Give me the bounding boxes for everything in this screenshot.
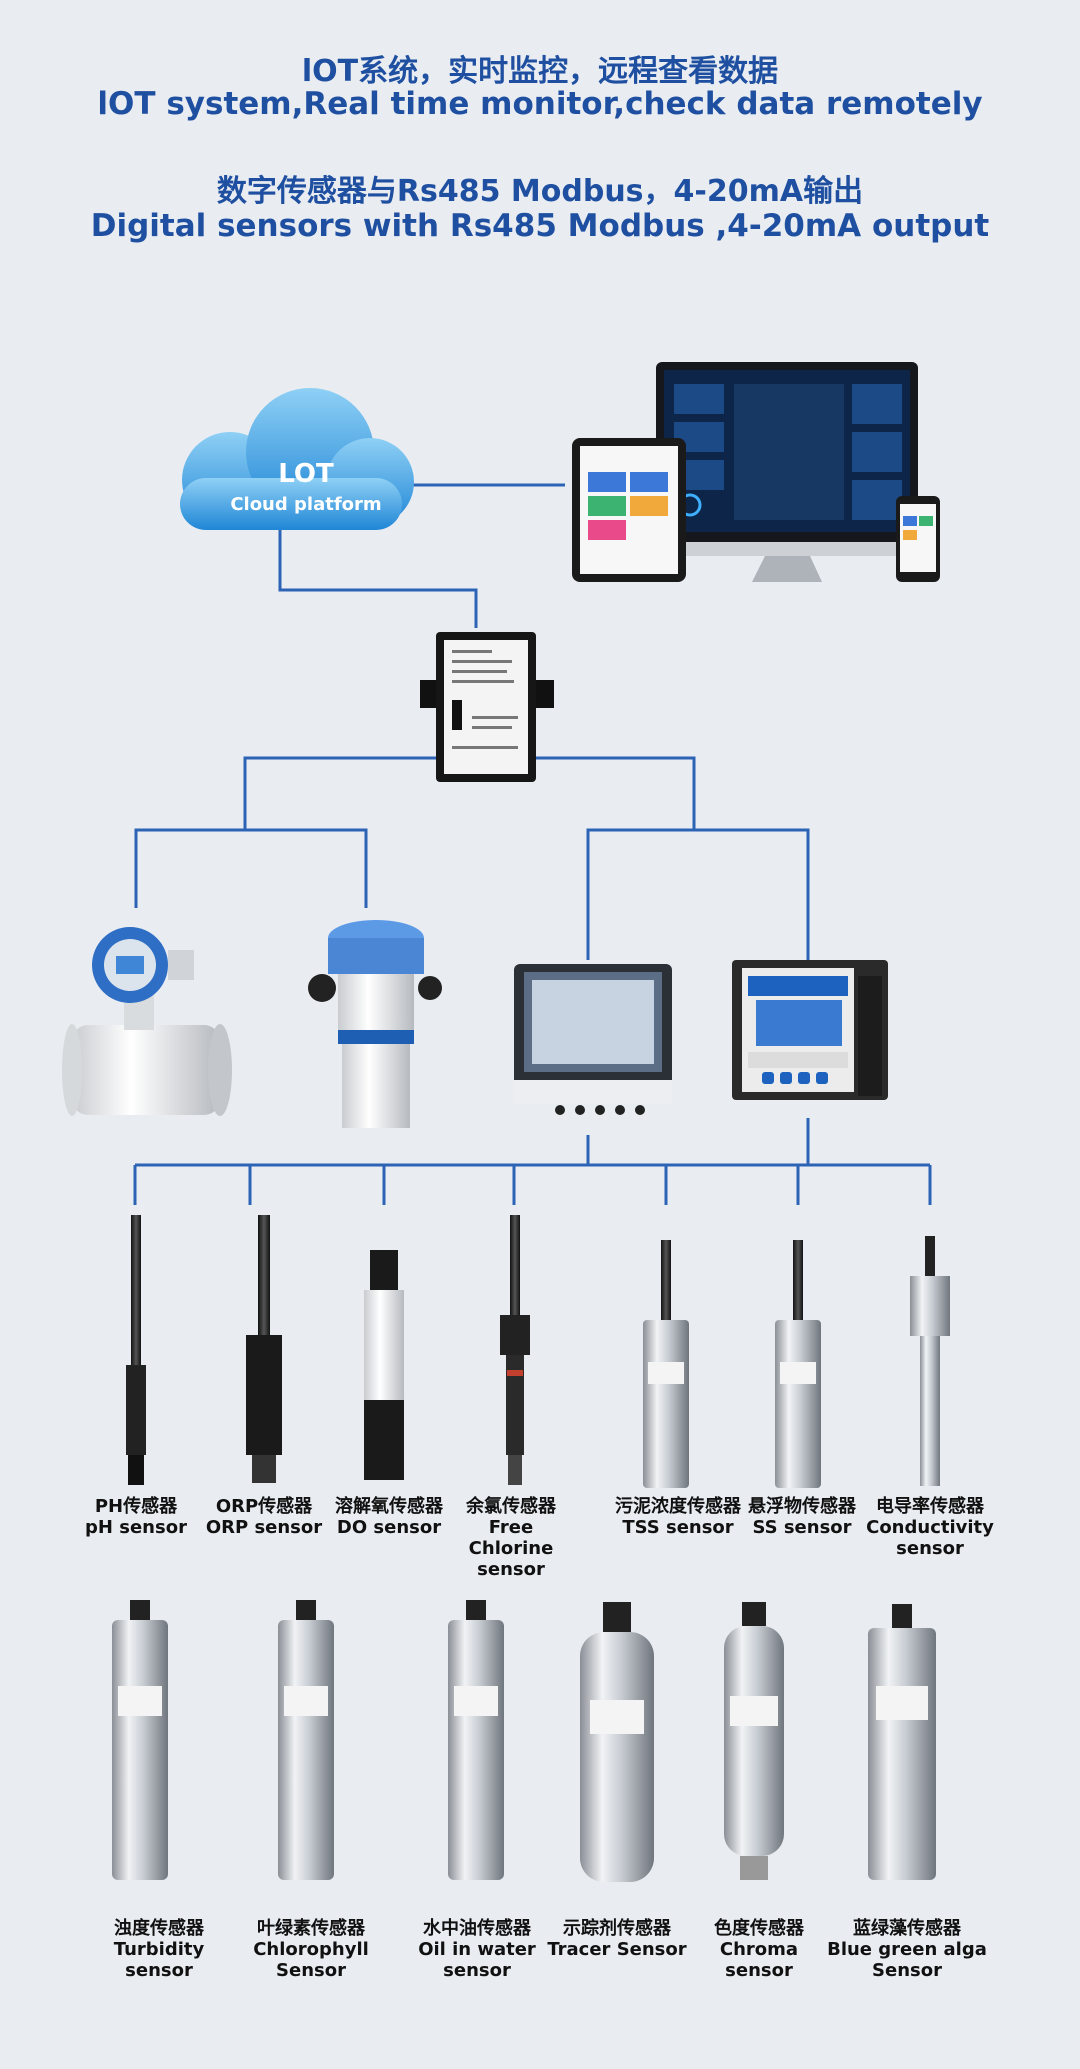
- sensor-label-en-2: sensor: [725, 1960, 793, 1981]
- sensor-label-cn: 电导率传感器: [876, 1496, 984, 1517]
- sensor-label-oil-in-water: 水中油传感器 Oil in water sensor: [412, 1918, 542, 1981]
- monitor-icon: [656, 362, 918, 582]
- free-chlorine-sensor-icon: [500, 1215, 530, 1485]
- controller-icon-2: [732, 960, 888, 1100]
- flowmeter-icon: [62, 927, 232, 1116]
- cloud-icon: [180, 388, 414, 530]
- sensor-label-cn: 溶解氧传感器: [335, 1496, 443, 1517]
- sensor-label-turbidity: 浊度传感器 Turbidity sensor: [94, 1918, 224, 1981]
- cloud-title: LOT: [278, 459, 334, 489]
- sensor-label-cn: 色度传感器: [714, 1918, 804, 1939]
- sensor-label-en-2: Sensor: [872, 1960, 942, 1981]
- sensor-label-orp: ORP传感器 ORP sensor: [199, 1496, 329, 1538]
- blue-green-alga-sensor-icon: [868, 1604, 936, 1880]
- sensor-label-en-2: sensor: [477, 1559, 545, 1580]
- orp-sensor-icon: [246, 1215, 282, 1483]
- tss-sensor-icon: [643, 1240, 689, 1488]
- oil-in-water-sensor-icon: [448, 1600, 504, 1880]
- controller-icon-1: [514, 964, 672, 1115]
- cloud-subtitle: Cloud platform: [230, 494, 381, 515]
- sensor-label-free-chlorine: 余氯传感器 Free Chlorine sensor: [446, 1496, 576, 1580]
- sensor-label-conductivity: 电导率传感器 Conductivity sensor: [865, 1496, 995, 1559]
- phone-icon: [896, 496, 940, 582]
- sensor-label-cn: PH传感器: [94, 1496, 178, 1517]
- sensor-label-en: pH sensor: [85, 1517, 187, 1538]
- sensor-label-en: SS sensor: [752, 1517, 852, 1538]
- sensor-label-en: Conductivity: [866, 1517, 994, 1538]
- sensor-label-chlorophyll: 叶绿素传感器 Chlorophyll Sensor: [246, 1918, 376, 1981]
- sensor-label-en: ORP sensor: [205, 1517, 323, 1538]
- sensor-label-cn: 蓝绿藻传感器: [853, 1918, 961, 1939]
- sensor-label-en: Free Chlorine: [468, 1517, 554, 1559]
- sensor-label-en-2: sensor: [443, 1960, 511, 1981]
- sensor-label-chroma: 色度传感器 Chroma sensor: [694, 1918, 824, 1981]
- sensor-label-en: Tracer Sensor: [547, 1939, 687, 1960]
- connector-lines: [133, 483, 932, 1205]
- sensor-label-do: 溶解氧传感器 DO sensor: [324, 1496, 454, 1538]
- heading-cn-2: 数字传感器与Rs485 Modbus，4-20mA输出: [216, 174, 864, 209]
- sensor-label-cn: 水中油传感器: [423, 1918, 531, 1939]
- sensor-label-cn: 浊度传感器: [114, 1918, 204, 1939]
- ss-sensor-icon: [775, 1240, 821, 1488]
- conductivity-sensor-icon: [910, 1236, 950, 1486]
- gateway-device-icon: [420, 632, 554, 782]
- sensor-label-en: TSS sensor: [622, 1517, 734, 1538]
- tablet-icon: [572, 438, 686, 582]
- sensor-label-en: Blue green alga: [827, 1939, 987, 1960]
- sensor-label-tracer: 示踪剂传感器 Tracer Sensor: [542, 1918, 692, 1960]
- sensor-label-cn: ORP传感器: [215, 1496, 313, 1517]
- sensor-label-en: Chroma: [719, 1939, 799, 1960]
- do-sensor-icon: [364, 1250, 404, 1480]
- heading-en-1: lOT system,Real time monitor,check data …: [97, 86, 983, 122]
- sensor-label-tss: 污泥浓度传感器 TSS sensor: [603, 1496, 753, 1538]
- heading-en-2: Digital sensors with Rs485 Modbus ,4-20m…: [90, 208, 990, 244]
- sensor-label-en-2: sensor: [896, 1538, 964, 1559]
- sensor-label-en: Oil in water: [418, 1939, 536, 1960]
- sensor-label-cn: 污泥浓度传感器: [615, 1496, 741, 1517]
- sensor-label-en: DO sensor: [336, 1517, 442, 1538]
- sensor-label-cn: 余氯传感器: [466, 1496, 556, 1517]
- ph-sensor-icon: [126, 1215, 146, 1485]
- sensor-label-en: Turbidity: [113, 1939, 205, 1960]
- level-meter-icon: [308, 920, 442, 1128]
- chlorophyll-sensor-icon: [278, 1600, 334, 1880]
- sensor-label-cn: 示踪剂传感器: [563, 1918, 671, 1939]
- sensor-label-ph: PH传感器 pH sensor: [71, 1496, 201, 1538]
- heading-cn-1: lOT系统，实时监控，远程查看数据: [301, 54, 779, 89]
- sensor-label-en: Chlorophyll: [253, 1939, 369, 1960]
- sensor-label-ss: 悬浮物传感器 SS sensor: [737, 1496, 867, 1538]
- sensor-label-en-2: sensor: [125, 1960, 193, 1981]
- chroma-sensor-icon: [724, 1602, 784, 1880]
- sensor-label-cn: 叶绿素传感器: [257, 1918, 365, 1939]
- sensor-label-blue-green-alga: 蓝绿藻传感器 Blue green alga Sensor: [827, 1918, 987, 1981]
- turbidity-sensor-icon: [112, 1600, 168, 1880]
- tracer-sensor-icon: [580, 1602, 654, 1882]
- sensor-label-cn: 悬浮物传感器: [748, 1496, 856, 1517]
- sensor-label-en-2: Sensor: [276, 1960, 346, 1981]
